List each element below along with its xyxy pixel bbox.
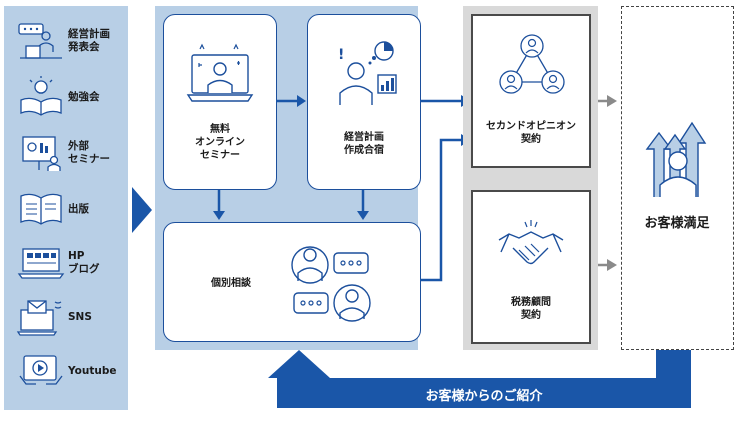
referral-label: お客様からのご紹介 <box>425 389 543 404</box>
chat-people-icon <box>291 246 371 322</box>
source-label: 経営計画 発表会 <box>68 28 110 53</box>
source-item: 勉強会 <box>4 76 128 116</box>
consult-card: 個別相談 <box>163 222 421 342</box>
source-item: 外部 セミナー <box>4 134 128 172</box>
seminar-board-icon <box>22 136 61 171</box>
camp-label: 経営計画 作成合宿 <box>344 132 384 156</box>
thinking-person-chart-icon: ! <box>338 41 397 105</box>
consult-label: 個別相談 <box>211 278 251 289</box>
handshake-icon <box>498 220 564 265</box>
svg-text:!: ! <box>338 47 344 63</box>
source-label: SNS <box>68 310 92 323</box>
source-item: SNS <box>4 298 128 336</box>
flow-arrow-right <box>132 187 152 233</box>
source-item: 経営計画 発表会 <box>4 22 128 60</box>
second-opinion-label: セカンドオピニオン 契約 <box>486 121 576 145</box>
source-label: 出版 <box>68 202 89 215</box>
source-label: 勉強会 <box>68 90 100 103</box>
source-label: Youtube <box>68 364 117 377</box>
tax-advisory-label: 税務顧問 契約 <box>511 297 551 321</box>
source-item: HP ブログ <box>4 244 128 282</box>
free-seminar-card: 無料 オンライン セミナー <box>163 14 277 190</box>
person-growth-arrows-icon <box>645 121 707 197</box>
online-seminar-icon <box>186 43 254 102</box>
video-play-icon <box>19 355 63 385</box>
referral-banner: お客様からのご紹介 <box>277 378 691 408</box>
customer-satisfaction-box: お客様満足 <box>621 6 734 350</box>
network-people-icon <box>499 34 565 94</box>
free-seminar-label: 無料 オンライン セミナー <box>195 124 245 161</box>
email-laptop-icon <box>16 300 62 336</box>
book-lightbulb-icon <box>20 76 62 116</box>
presentation-speaker-icon <box>18 23 62 59</box>
lead-sources-panel: 経営計画 発表会 勉強会 外部 セミナー <box>4 6 128 410</box>
source-item: 出版 <box>4 190 128 228</box>
second-opinion-card: セカンドオピニオン 契約 <box>471 14 591 168</box>
customer-satisfaction-label: お客様満足 <box>644 216 710 231</box>
tax-advisory-card: 税務顧問 契約 <box>471 190 591 344</box>
laptop-blog-icon <box>17 248 65 279</box>
camp-card: ! 経営計画 作成合宿 <box>307 14 421 190</box>
source-label: HP ブログ <box>68 250 100 275</box>
open-book-icon <box>20 193 62 225</box>
source-label: 外部 セミナー <box>68 140 110 165</box>
source-item: Youtube <box>4 352 128 390</box>
